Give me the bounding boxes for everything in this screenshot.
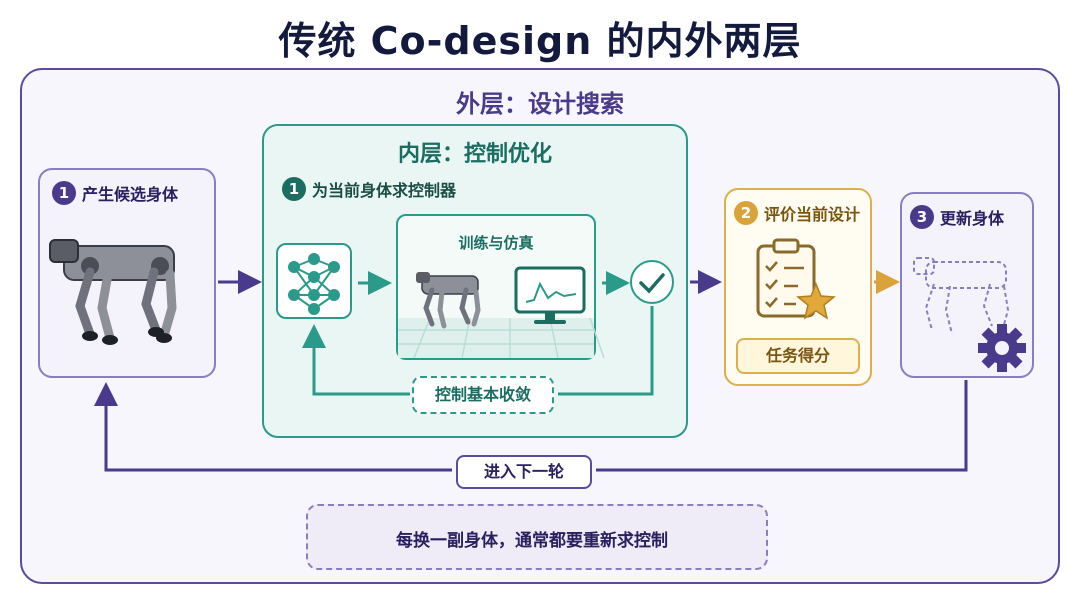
next-round-label: 进入下一轮 — [456, 455, 592, 489]
sim-robot-icon — [416, 272, 481, 329]
checker-floor — [398, 317, 605, 359]
step3-number: 3 — [910, 205, 934, 229]
step3-label: 3 更新身体 — [910, 205, 1004, 229]
step1-text: 产生候选身体 — [82, 185, 179, 204]
step1-label: 1 产生候选身体 — [52, 181, 178, 205]
outer-loop-arrow — [106, 380, 968, 472]
inner-step1-number: 1 — [282, 177, 306, 201]
step2-label: 2 评价当前设计 — [734, 201, 860, 225]
monitor-chart-icon — [514, 266, 586, 324]
inner-step1-text: 为当前身体求控制器 — [312, 181, 457, 200]
inner-step1-label: 1 为当前身体求控制器 — [282, 177, 456, 201]
inner-loop-arrow — [314, 306, 654, 396]
neural-network-icon — [288, 253, 340, 315]
clipboard-star-icon — [756, 238, 836, 320]
simulation-title: 训练与仿真 — [458, 234, 534, 252]
outer-loop-title: 外层：设计搜索 — [456, 90, 624, 118]
dashed-robot-icon — [913, 257, 1010, 335]
step2-number: 2 — [734, 201, 758, 225]
inner-loop-title: 内层：控制优化 — [397, 142, 552, 167]
note-text: 每换一副身体，通常都要重新求控制 — [396, 531, 668, 551]
score-label: 任务得分 — [736, 338, 860, 374]
robot-dog-icon — [49, 239, 177, 345]
converged-check — [630, 260, 674, 304]
check-icon — [639, 273, 665, 294]
note-box — [306, 504, 768, 570]
gear-icon — [978, 324, 1026, 372]
converge-label: 控制基本收敛 — [412, 376, 554, 414]
page-title: 传统 Co-design 的内外两层 — [278, 19, 802, 63]
step2-text: 评价当前设计 — [764, 205, 861, 224]
step1-number: 1 — [52, 181, 76, 205]
step3-text: 更新身体 — [940, 209, 1005, 228]
